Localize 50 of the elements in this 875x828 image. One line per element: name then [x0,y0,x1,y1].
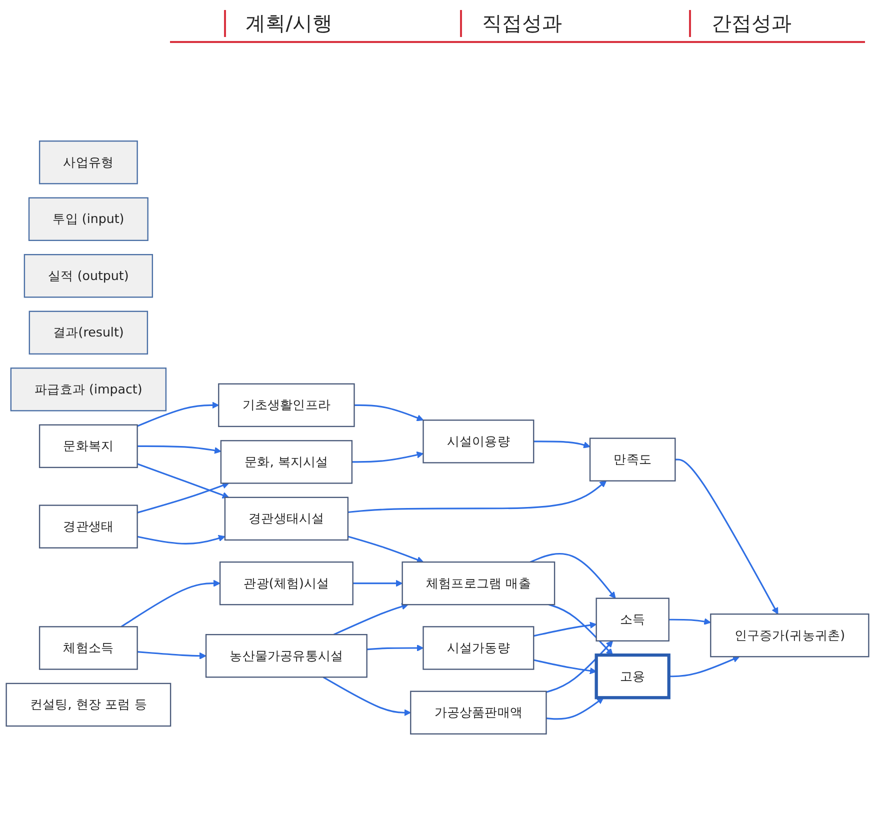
arrow [120,580,220,628]
arrow [675,458,778,614]
node-box: 시설이용량 [422,420,534,464]
arrow [534,440,590,448]
arrow [137,482,230,514]
node-box: 경관생태시설 [224,496,349,541]
node-box: 파급효과 (impact) [10,368,167,412]
arrow [137,463,230,498]
node-box: 투입 (input) [28,197,148,241]
node-box: 소득 [596,598,670,642]
phase-heading: 계획/시행 [224,10,352,37]
arrow [322,676,411,716]
node-box: 시설가동량 [422,626,534,670]
node-box: 관광(체험)시설 [219,561,354,606]
arrow [546,640,614,693]
node-box: 체험소득 [38,626,138,670]
node-box: 가공상품판매액 [410,690,547,734]
arrow [366,644,424,652]
phase-heading: 직접성과 [460,10,582,37]
node-box: 경관생태 [38,504,138,548]
node-box: 체험프로그램 매출 [402,561,556,606]
arrow [548,604,614,656]
node-box: 사업유형 [38,140,138,184]
node-box: 만족도 [589,438,676,482]
node-box: 농산물가공유통시설 [205,634,368,678]
arrow [333,603,408,636]
node-box: 인구증가(귀농귀촌) [710,614,870,658]
arrow [354,404,424,422]
node-box: 고용 [594,654,670,700]
arrow [352,580,403,587]
node-box: 기초생활인프라 [218,383,355,428]
arrow [348,480,607,514]
arrow [137,445,222,454]
arrow [668,656,740,678]
arrow [137,402,219,427]
node-box: 실적 (output) [24,254,154,298]
node-box: 결과(result) [28,310,148,355]
node-box: 문화복지 [38,424,138,468]
arrow [668,618,711,625]
arrow [533,659,597,674]
arrow [137,534,226,544]
arrow [530,552,616,599]
node-box: 문화, 복지시설 [220,440,353,484]
arrow [348,536,424,564]
arrow [533,622,597,637]
arrow [546,697,604,720]
arrow [137,651,206,660]
node-box: 컨설팅, 현장 포럼 등 [6,682,172,727]
arrow [352,451,424,463]
phase-heading: 간접성과 [689,10,812,37]
